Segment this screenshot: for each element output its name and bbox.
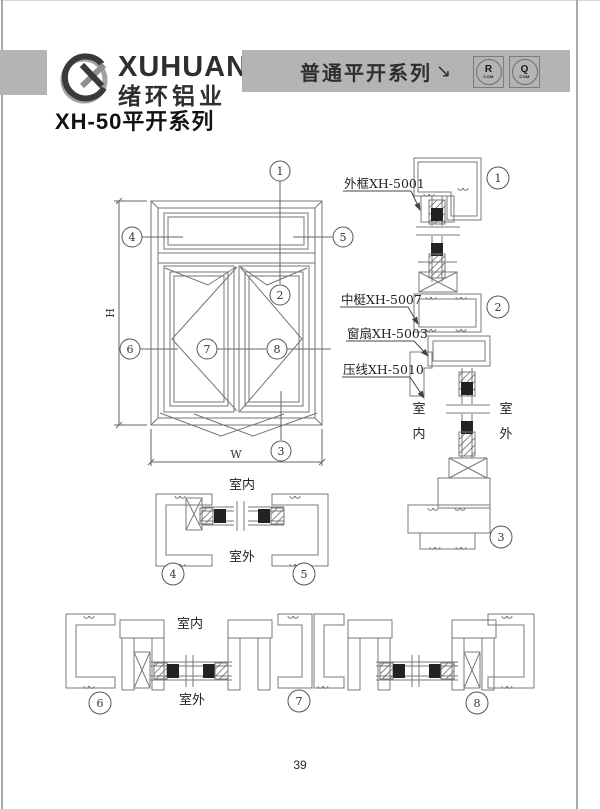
page-left-border	[1, 0, 3, 809]
section-callout-1: 1	[495, 172, 502, 185]
cert-badge-r: R COM	[473, 56, 504, 88]
callout-2: 2	[277, 289, 284, 302]
callout-8: 8	[274, 343, 281, 356]
indoor-char-1: 室	[412, 401, 425, 417]
arrow-down-right-icon: ↘	[436, 60, 452, 81]
outdoor-char-1: 室	[499, 401, 512, 417]
callout-6: 6	[127, 343, 134, 356]
brand-text: XUHUAN 绪环铝业	[118, 53, 248, 108]
page-right-border	[576, 0, 578, 809]
indoor-label-bottom: 室内	[177, 616, 203, 632]
elevation-drawing: H W 1 2 3 4 5 6 7 8	[104, 160, 354, 466]
label-sash: 窗扇XH-5003	[347, 326, 428, 341]
section-callout-3: 3	[498, 531, 505, 544]
technical-drawing: H W 1 2 3 4 5 6 7 8	[65, 157, 535, 715]
series-banner-title: 普通平开系列	[300, 62, 432, 85]
dim-label-h: H	[104, 308, 117, 318]
bottom-horizontal-section: 室内 室外 6 7 8	[65, 613, 535, 715]
callout-1: 1	[277, 165, 284, 178]
page-number: 39	[293, 758, 307, 772]
callout-3: 3	[278, 445, 285, 458]
section-callout-6: 6	[97, 697, 104, 710]
badge-sub: COM	[519, 74, 530, 79]
vertical-section: 室 内 室 外 外框XH-5001 中梃XH-5007 窗扇XH-5003 压线…	[340, 157, 513, 550]
section-callout-7: 7	[296, 695, 303, 708]
brand-name-en: XUHUAN	[118, 51, 249, 83]
outdoor-char-2: 外	[499, 427, 512, 442]
page-top-border	[0, 0, 600, 1]
brand-name-cn: 绪环铝业	[118, 83, 226, 109]
label-mullion: 中梃XH-5007	[341, 292, 422, 307]
section-callout-8: 8	[474, 697, 481, 710]
section-callout-5: 5	[301, 568, 308, 581]
label-outer-frame: 外框XH-5001	[344, 176, 425, 191]
outdoor-label-bottom: 室外	[179, 692, 205, 708]
badge-letter: Q	[520, 64, 529, 75]
series-banner: 普通平开系列 ↘ R COM Q COM	[242, 50, 570, 92]
indoor-char-2: 内	[412, 426, 425, 442]
callout-4: 4	[129, 231, 136, 244]
indoor-label-mid: 室内	[229, 477, 255, 493]
label-bead: 压线XH-5010	[343, 362, 424, 377]
outdoor-label-mid: 室外	[229, 549, 255, 565]
section-callout-2: 2	[495, 301, 502, 314]
page-title: XH-50平开系列	[55, 109, 215, 134]
cert-badge-q: Q COM	[509, 56, 540, 88]
callout-5: 5	[340, 231, 347, 244]
badge-letter: R	[484, 64, 493, 75]
header-gray-block	[0, 50, 47, 95]
company-logo-icon	[60, 53, 108, 104]
section-callout-4: 4	[170, 568, 177, 581]
dim-label-w: W	[230, 448, 242, 461]
callout-7: 7	[204, 343, 211, 356]
cert-badges: R COM Q COM	[473, 56, 540, 88]
mid-horizontal-section: 室内 室外 4 5	[155, 477, 329, 586]
badge-sub: COM	[483, 74, 494, 79]
